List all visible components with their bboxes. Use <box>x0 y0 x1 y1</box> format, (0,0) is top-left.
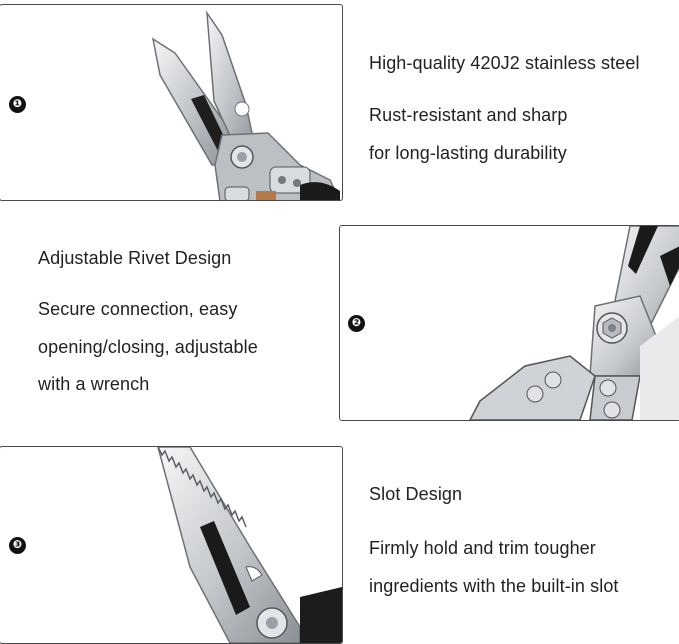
section-1-line-2: for long-lasting durability <box>369 143 567 163</box>
rivet-icon <box>469 226 679 420</box>
section-2-line-1: Secure connection, easy <box>38 299 238 319</box>
section-2-line-2: opening/closing, adjustable <box>38 337 258 357</box>
image-panel-1: ❶ <box>0 4 343 201</box>
section-2-heading: Adjustable Rivet Design <box>38 248 232 268</box>
scissors-blade-icon <box>151 10 341 200</box>
section-1-heading: High-quality 420J2 stainless steel <box>369 53 640 73</box>
image-panel-3: ❸ <box>0 446 343 644</box>
badge-3: ❸ <box>9 537 26 554</box>
section-1-line-1: Rust-resistant and sharp <box>369 105 568 125</box>
badge-1: ❶ <box>9 96 26 113</box>
section-2-line-3: with a wrench <box>38 374 150 394</box>
image-panel-2: ❷ <box>339 225 679 421</box>
badge-2: ❷ <box>348 315 365 332</box>
section-3-line-1: Firmly hold and trim tougher <box>369 538 596 558</box>
section-3-line-2: ingredients with the built-in slot <box>369 576 619 596</box>
section-3-heading: Slot Design <box>369 484 463 504</box>
serrated-blade-icon <box>157 447 342 643</box>
